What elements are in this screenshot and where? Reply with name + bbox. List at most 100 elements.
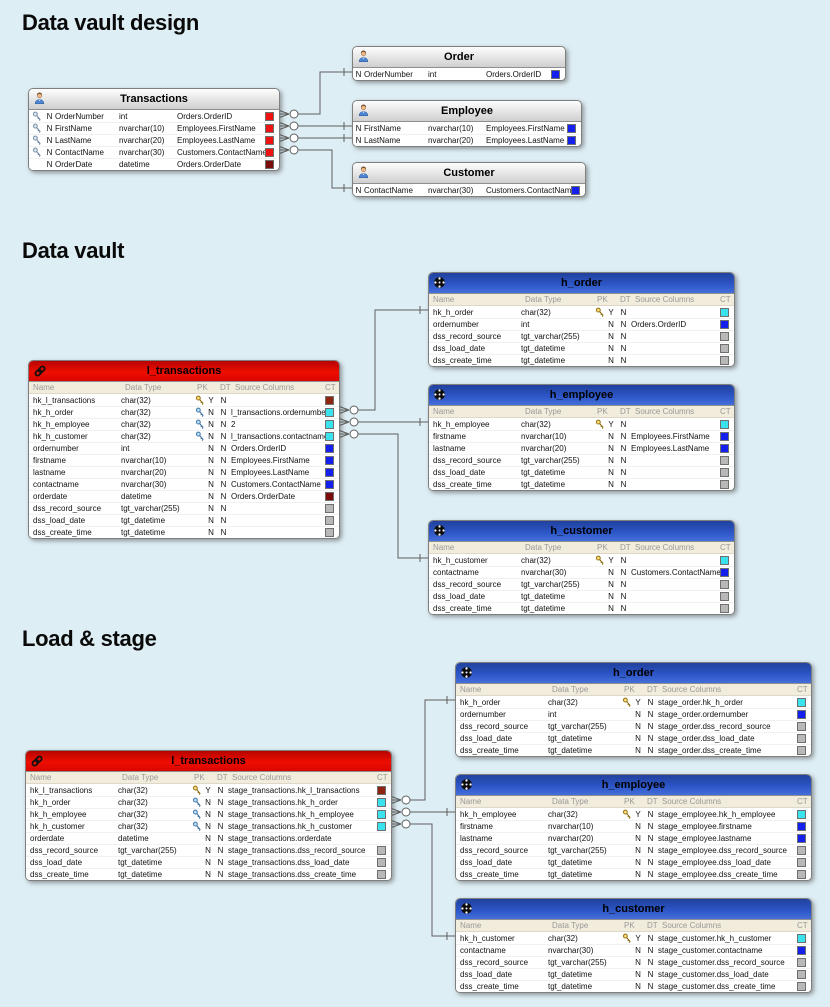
- hub-table-h-order-stage[interactable]: h_order Name Data Type PK DT Source Colu…: [455, 662, 812, 757]
- link-table-title: l_transactions: [171, 755, 246, 767]
- hub-table-header[interactable]: h_customer: [429, 521, 734, 542]
- hub-table-h-employee-stage[interactable]: h_employee Name Data Type PK DT Source C…: [455, 774, 812, 881]
- relationship-connector[interactable]: [337, 429, 428, 562]
- entity-header[interactable]: Employee: [353, 101, 581, 122]
- hub-table-h-customer[interactable]: h_customer Name Data Type PK DT Source C…: [428, 520, 735, 615]
- entity-header[interactable]: Transactions: [29, 89, 279, 110]
- relationship-connector[interactable]: [277, 133, 352, 143]
- relationship-connector[interactable]: [277, 145, 352, 192]
- ct-cell: [797, 933, 811, 943]
- relationship-connector[interactable]: [277, 68, 352, 119]
- relationship-connector[interactable]: [337, 306, 428, 415]
- entity-header[interactable]: Order: [353, 47, 565, 68]
- hub-table-header[interactable]: h_order: [429, 273, 734, 294]
- link-table-l-transactions[interactable]: l_transactions Name Data Type PK DT Sour…: [28, 360, 340, 539]
- link-table-header[interactable]: l_transactions: [26, 751, 391, 772]
- hub-table-h-employee[interactable]: h_employee Name Data Type PK DT Source C…: [428, 384, 735, 491]
- relationship-connector[interactable]: [389, 696, 455, 805]
- relationship-connector[interactable]: [337, 417, 428, 427]
- hub-table-header[interactable]: h_employee: [456, 775, 811, 796]
- relationship-connector[interactable]: [389, 807, 455, 817]
- hub-table-h-order[interactable]: h_order Name Data Type PK DT Source Colu…: [428, 272, 735, 367]
- entity-header[interactable]: Customer: [353, 163, 585, 184]
- hub-table-header[interactable]: h_order: [456, 663, 811, 684]
- link-table-l-transactions-stage[interactable]: l_transactions Name Data Type PK DT Sour…: [25, 750, 392, 881]
- dt-flag: N: [220, 528, 227, 537]
- ct-cell: [720, 432, 734, 441]
- relationship-connector[interactable]: [277, 121, 352, 131]
- hub-table-h-customer-stage[interactable]: h_customer Name Data Type PK DT Source C…: [455, 898, 812, 993]
- hub-table-header[interactable]: h_employee: [429, 385, 734, 406]
- link-table-header[interactable]: l_transactions: [29, 361, 339, 382]
- relationship-connector[interactable]: [389, 819, 455, 940]
- ct-swatch: [720, 456, 729, 465]
- hub-table-header[interactable]: h_customer: [456, 899, 811, 920]
